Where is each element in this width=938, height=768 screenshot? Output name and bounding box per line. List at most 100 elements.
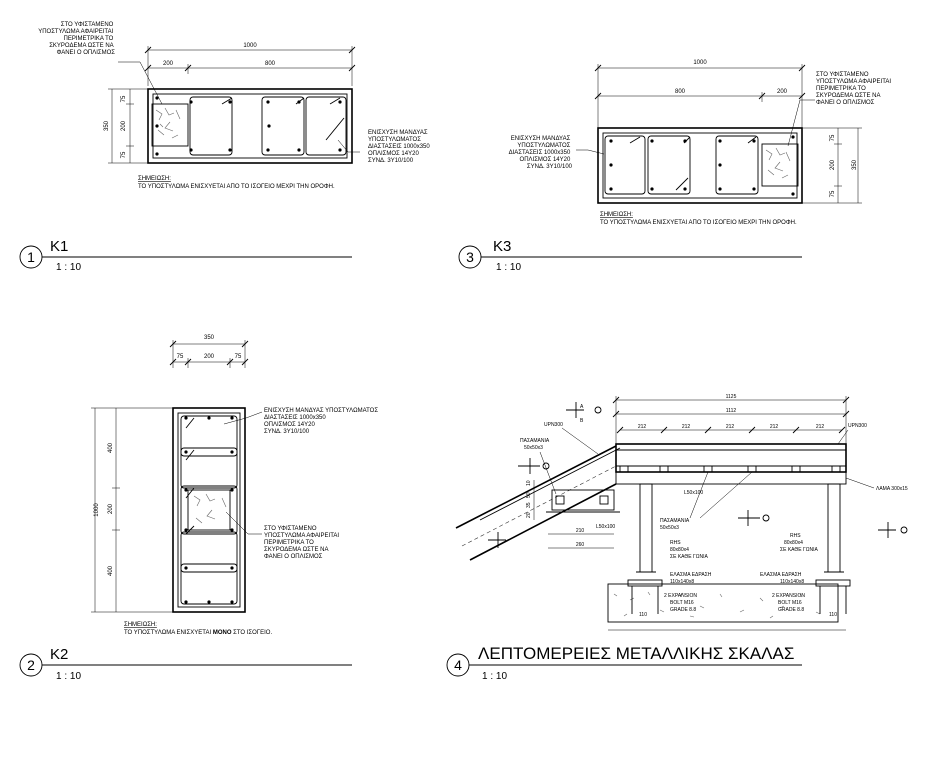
- k2-dim-h1: 75: [177, 354, 184, 360]
- k1-dim-b: 800: [265, 61, 276, 67]
- stair-plate-left-l1: ΕΛΑΣΜΑ ΕΔΡΑΣΗ: [670, 572, 712, 578]
- k2-note-existing: ΣΤΟ ΥΦΙΣΤΑΜΕΝΟ ΥΠΟΣΤΥΛΩΜΑ ΑΦΑΙΡΕΙΤΑΙ ΠΕΡ…: [264, 526, 341, 560]
- stair-rhs-right-l2: 80x80x4: [784, 540, 803, 546]
- k2-remark-text-bold: ΜΟΝΟ: [213, 630, 232, 636]
- k2-scale: 1 : 10: [56, 671, 81, 682]
- k2-dim-total: 350: [204, 335, 215, 341]
- k2-dim-height: 1000: [94, 503, 100, 517]
- k2-note-existing-l4: ΣΚΥΡΟΔΕΜΑ ΩΣΤΕ ΝΑ: [264, 547, 328, 553]
- stair-dim-side-1: 10: [526, 480, 532, 486]
- stair-marker-b: B: [580, 418, 584, 424]
- stair-plate-left: ΕΛΑΣΜΑ ΕΔΡΑΣΗ 110x140x8: [670, 572, 713, 585]
- k3-note-jacket-l1: ΕΝΙΣΧΥΣΗ ΜΑΝΔΥΑΣ: [511, 136, 571, 142]
- stair-dim-side-4: 20: [526, 512, 532, 518]
- k1-remark-label: ΣΗΜΕΙΩΣΗ:: [138, 176, 171, 182]
- stair-pasamana-mid-l2: 50x50x3: [660, 525, 679, 531]
- stair-dim-212-2: 212: [682, 424, 691, 430]
- k1-note-jacket: ΕΝΙΣΧΥΣΗ ΜΑΝΔΥΑΣ ΥΠΟΣΤΥΛΩΜΑΤΟΣ ΔΙΑΣΤΑΣΕΙ…: [368, 130, 431, 164]
- k2-title: K2: [50, 646, 68, 663]
- stair-title: ΛΕΠΤΟΜΕΡΕΙΕΣ ΜΕΤΑΛΛΙΚΗΣ ΣΚΑΛΑΣ: [478, 644, 794, 663]
- k2-note-jacket-l4: ΣΥΝΔ. 3Υ10/100: [264, 429, 310, 435]
- k3-remark-label: ΣΗΜΕΙΩΣΗ:: [600, 212, 633, 218]
- stair-dim-side-3: 35: [526, 502, 532, 508]
- k3-dim-v2: 200: [830, 159, 836, 170]
- stair-pasamana-mid-l1: ΠΑΣΑΜΑΝΙΑ: [660, 518, 690, 524]
- k1-dim-a: 200: [163, 61, 174, 67]
- stair-bolt-left-l2: BOLT M16: [670, 600, 694, 606]
- k1-dim-v2: 200: [121, 120, 127, 131]
- k2-note-jacket-l2: ΔΙΑΣΤΑΣΕΙΣ 1000x350: [264, 415, 326, 421]
- k3-note-jacket: ΕΝΙΣΧΥΣΗ ΜΑΝΔΥΑΣ ΥΠΟΣΤΥΛΩΜΑΤΟΣ ΔΙΑΣΤΑΣΕΙ…: [509, 136, 573, 170]
- k1-detail-number: 1: [27, 249, 35, 265]
- k1-note-jacket-l5: ΣΥΝΔ. 3Υ10/100: [368, 158, 414, 164]
- k1-note-existing-l1: ΣΤΟ ΥΦΙΣΤΑΜΕΝΟ: [61, 22, 114, 28]
- stair-marker-a: A: [580, 404, 584, 410]
- k1-dim-v3: 75: [121, 151, 127, 158]
- stair-dim-1125: 1125: [726, 394, 737, 400]
- stair-dim-260: 260: [576, 542, 585, 548]
- k1-note-existing: ΣΤΟ ΥΦΙΣΤΑΜΕΝΟ ΥΠΟΣΤΥΛΩΜΑ ΑΦΑΙΡΕΙΤΑΙ ΠΕΡ…: [38, 22, 115, 56]
- k3-note-jacket-l4: ΟΠΛΙΣΜΟΣ 14Υ20: [520, 157, 571, 163]
- k3-note-existing-l4: ΣΚΥΡΟΔΕΜΑ ΩΣΤΕ ΝΑ: [816, 93, 880, 99]
- stair-rhs-left: RHS 80x80x4 ΣΕ ΚΑΘΕ ΓΩΝΙΑ: [670, 540, 708, 560]
- k3-dim-b: 200: [777, 89, 788, 95]
- k2-note-existing-l5: ΦΑΝΕΙ Ο ΟΠΛΙΣΜΟΣ: [264, 554, 323, 560]
- k3-dim-v1: 75: [830, 134, 836, 141]
- stair-scale: 1 : 10: [482, 671, 507, 682]
- stair-bolt-left: 2 EXPANSION BOLT M16 GRADE 8.8: [664, 593, 698, 613]
- k3-note-existing-l3: ΠΕΡΙΜΕΤΡΙΚΑ ΤΟ: [816, 86, 866, 92]
- k2-note-existing-l3: ΠΕΡΙΜΕΤΡΙΚΑ ΤΟ: [264, 540, 314, 546]
- stair-plate-right: ΕΛΑΣΜΑ ΕΔΡΑΣΗ 110x140x8: [760, 572, 804, 585]
- stair-dim-212-1: 212: [638, 424, 647, 430]
- k2-dim-v2: 200: [108, 503, 114, 514]
- stair-pasamana-left-l1: ΠΑΣΑΜΑΝΙΑ: [520, 438, 550, 444]
- stair-lama: ΛΑΜΑ 300x15: [876, 486, 908, 492]
- k1-note-jacket-l4: ΟΠΛΙΣΜΟΣ 14Υ20: [368, 151, 419, 157]
- k1-note-jacket-l3: ΔΙΑΣΤΑΣΕΙΣ 1000x350: [368, 144, 430, 150]
- k3-dim-v3: 75: [830, 190, 836, 197]
- k1-dim-height: 350: [104, 120, 110, 131]
- stair-l50-top: L50x100: [684, 490, 703, 496]
- stair-bolt-right-l2: BOLT M16: [778, 600, 802, 606]
- stair-dim-110-left: 110: [639, 612, 647, 618]
- detail-k3: 1000 800 200 75 200 75 350: [458, 60, 891, 273]
- stair-plate-right-l1: ΕΛΑΣΜΑ ΕΔΡΑΣΗ: [760, 572, 802, 578]
- stair-upn-right: UPN300: [848, 423, 867, 429]
- k1-note-existing-l5: ΦΑΝΕΙ Ο ΟΠΛΙΣΜΟΣ: [57, 50, 116, 56]
- k3-note-jacket-l5: ΣΥΝΔ. 3Υ10/100: [527, 164, 573, 170]
- stair-pasamana-left-l2: 50x50x3: [524, 445, 543, 451]
- stair-bolt-right-l1: 2 EXPANSION: [772, 593, 805, 599]
- stair-dim-side-2: 50: [526, 492, 532, 498]
- k3-detail-number: 3: [466, 249, 474, 265]
- stair-bolt-left-l3: GRADE 8.8: [670, 607, 696, 613]
- k1-note-existing-l4: ΣΚΥΡΟΔΕΜΑ ΩΣΤΕ ΝΑ: [49, 43, 113, 49]
- stair-pasamana-left: ΠΑΣΑΜΑΝΙΑ 50x50x3: [520, 438, 550, 451]
- k1-dim-v1: 75: [121, 95, 127, 102]
- detail-stair: 1125 1112 212 212 212 212 212: [446, 394, 908, 682]
- k2-note-jacket-l1: ΕΝΙΣΧΥΣΗ ΜΑΝΔΥΑΣ ΥΠΟΣΤΥΛΩΜΑΤΟΣ: [264, 408, 378, 414]
- k3-dim-total: 1000: [693, 60, 707, 66]
- stair-dim-212-5: 212: [816, 424, 825, 430]
- k2-dim-h2: 200: [204, 354, 215, 360]
- k2-dim-h3: 75: [235, 354, 242, 360]
- k3-remark-text: ΤΟ ΥΠΟΣΤΥΛΩΜΑ ΕΝΙΣΧΥΕΤΑΙ ΑΠΟ ΤΟ ΙΣΟΓΕΙΟ …: [600, 220, 797, 226]
- k2-remark-label: ΣΗΜΕΙΩΣΗ:: [124, 622, 157, 628]
- stair-dim-110-right: 110: [829, 612, 837, 618]
- k1-note-existing-l2: ΥΠΟΣΤΥΛΩΜΑ ΑΦΑΙΡΕΙΤΑΙ: [38, 29, 113, 35]
- k3-note-existing-l5: ΦΑΝΕΙ Ο ΟΠΛΙΣΜΟΣ: [816, 100, 875, 106]
- k1-note-jacket-l2: ΥΠΟΣΤΥΛΩΜΑΤΟΣ: [368, 137, 421, 143]
- stair-l50-bottom: L50x100: [596, 524, 615, 530]
- detail-k1: 1000 200 800 75 200 75 350: [19, 22, 431, 273]
- stair-upn-left: UPN300: [544, 422, 563, 428]
- stair-rhs-left-l3: ΣΕ ΚΑΘΕ ΓΩΝΙΑ: [670, 554, 708, 560]
- stair-bolt-right: 2 EXPANSION BOLT M16 GRADE 8.8: [772, 593, 806, 613]
- k2-remark-text-b: ΣΤΟ ΙΣΟΓΕΙΟ.: [232, 630, 273, 636]
- stair-dim-210: 210: [576, 528, 585, 534]
- k1-scale: 1 : 10: [56, 262, 81, 273]
- k3-note-jacket-l3: ΔΙΑΣΤΑΣΕΙΣ 1000x350: [509, 150, 571, 156]
- k3-dim-height: 350: [852, 159, 858, 170]
- stair-dim-1112: 1112: [726, 408, 737, 414]
- k1-remark-text: ΤΟ ΥΠΟΣΤΥΛΩΜΑ ΕΝΙΣΧΥΕΤΑΙ ΑΠΟ ΤΟ ΙΣΟΓΕΙΟ …: [138, 184, 335, 190]
- k1-note-existing-l3: ΠΕΡΙΜΕΤΡΙΚΑ ΤΟ: [64, 36, 114, 42]
